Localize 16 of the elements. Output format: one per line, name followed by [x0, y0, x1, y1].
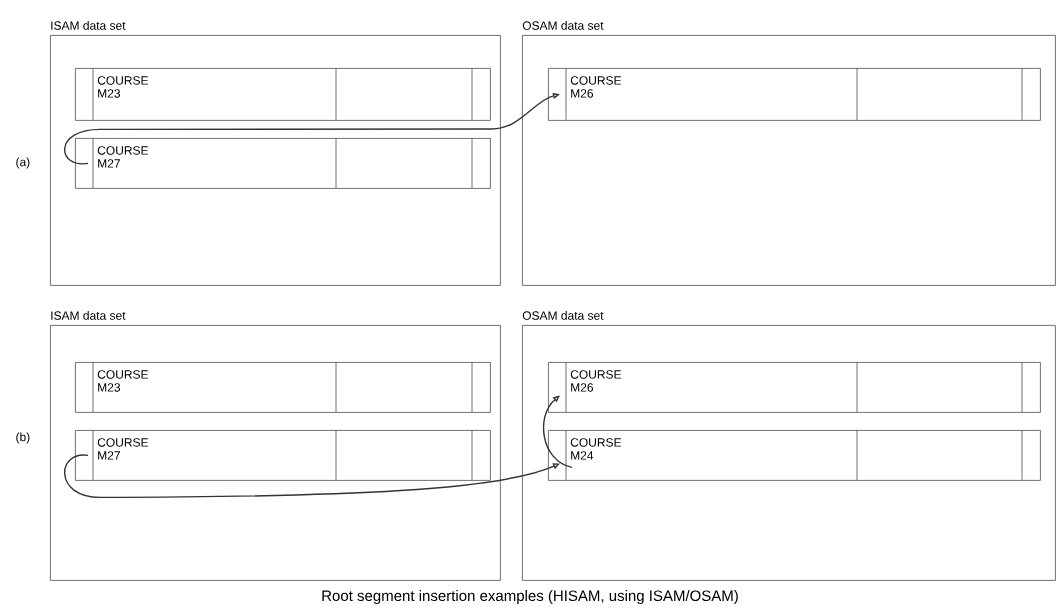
node-label: ISAM data set — [51, 311, 126, 320]
node-label: ISAM data set — [51, 21, 126, 30]
record-box: COURSE M26 — [548, 67, 1041, 121]
record-box: COURSE M23 — [75, 361, 491, 413]
node-label: OSAM data set — [522, 21, 604, 30]
record-box: COURSE M27 — [75, 429, 491, 481]
caption: Root segment insertion examples (HISAM, using ISAM/OSAM) — [322, 590, 738, 604]
panel-label: (a) — [16, 157, 30, 169]
record-box: COURSE M23 — [75, 67, 491, 121]
curved-arrow — [64, 454, 560, 499]
record-box: COURSE M27 — [75, 137, 491, 189]
record-box: COURSE M26 — [548, 361, 1041, 413]
panel-label: (b) — [16, 432, 30, 444]
record-box: COURSE M24 — [548, 429, 1041, 481]
node-label: OSAM data set — [522, 311, 604, 320]
curved-arrow — [542, 395, 573, 469]
